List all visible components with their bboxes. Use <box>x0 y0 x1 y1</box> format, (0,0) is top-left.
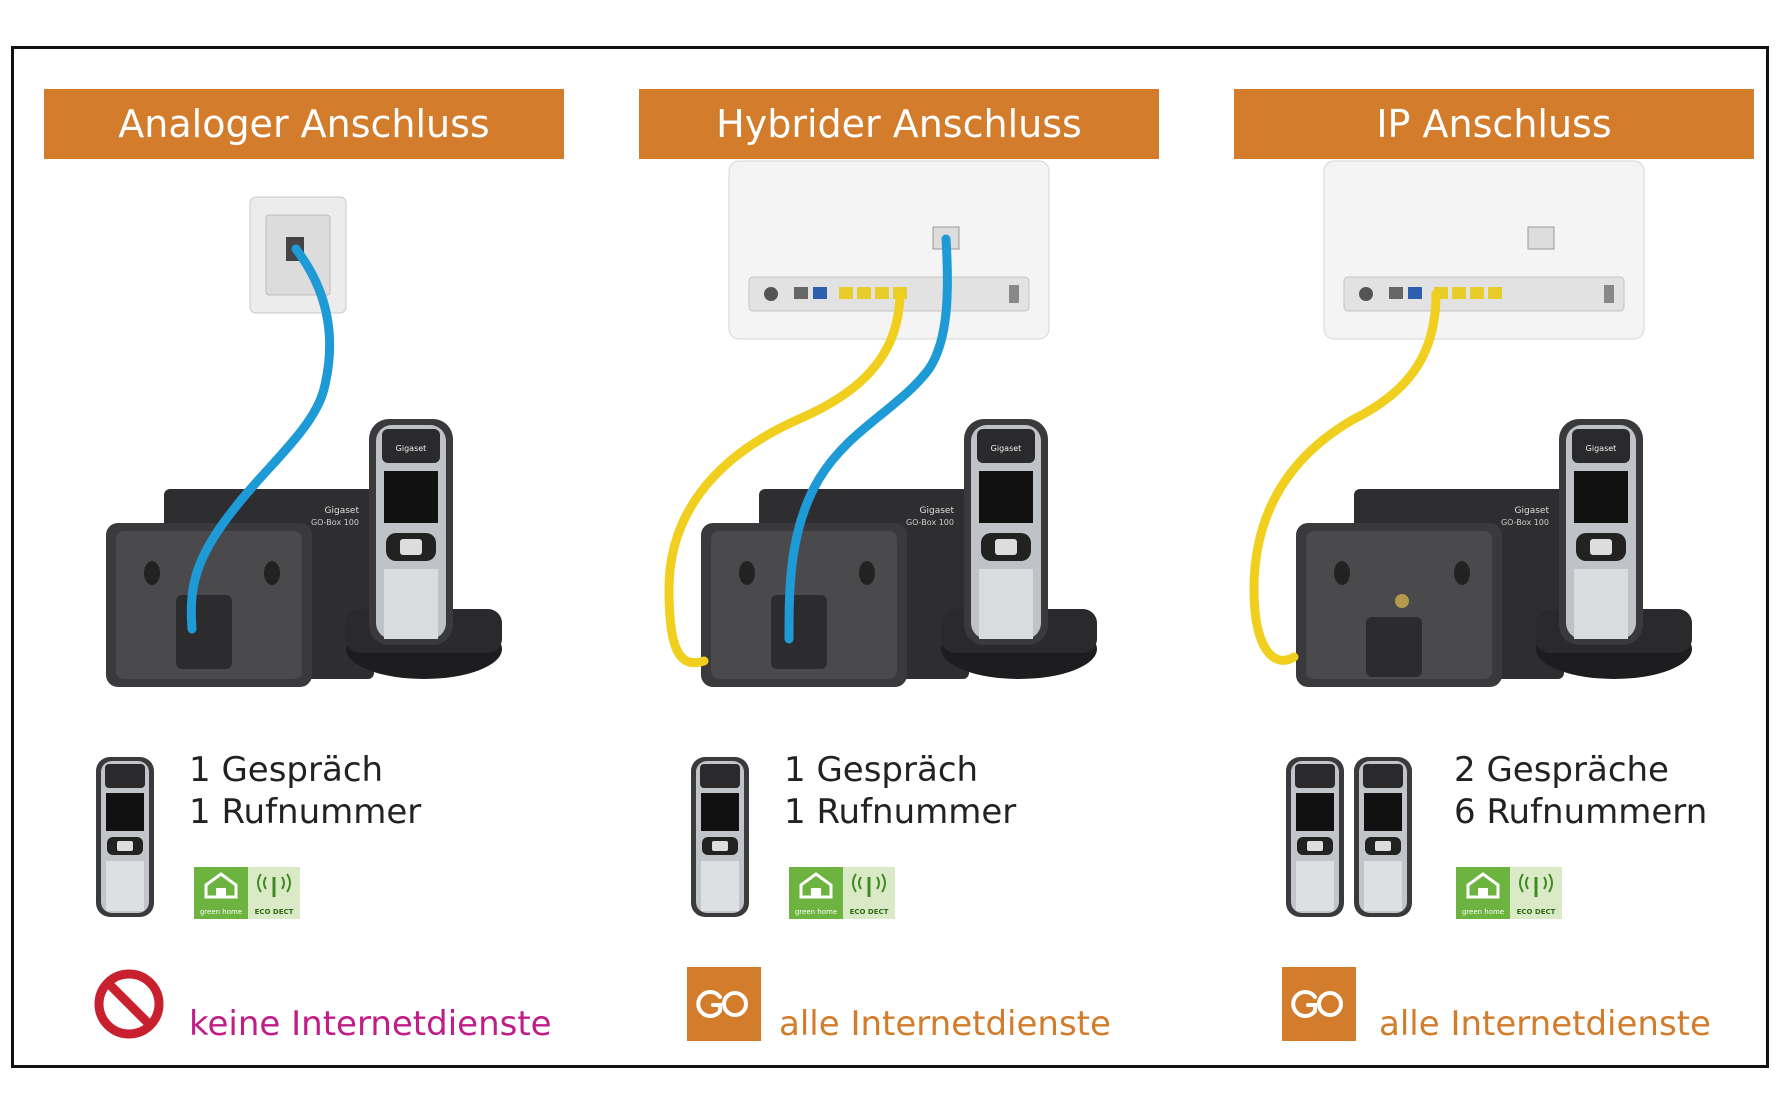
eco-dect-badge: ECO DECT <box>843 867 895 919</box>
panel-title: IP Anschluss <box>1234 89 1754 159</box>
line-capacity: 1 Gespräch 1 Rufnummer <box>189 749 421 833</box>
svg-text:Gigaset: Gigaset <box>920 506 955 516</box>
panel-hybrid: Hybrider Anschluss Gigaset GO-Box 1 <box>629 49 1189 1065</box>
svg-text:Gigaset: Gigaset <box>991 444 1022 453</box>
blue-phone-cable <box>784 234 952 644</box>
yellow-lan-cable <box>664 289 905 668</box>
svg-text:GO-Box 100: GO-Box 100 <box>906 518 954 527</box>
house-icon <box>204 872 238 899</box>
eco-badges: green home ECO DECT <box>194 867 300 919</box>
house-icon <box>1466 872 1500 899</box>
numbers-count: 6 Rufnummern <box>1454 792 1708 832</box>
eco-dect-badge: ECO DECT <box>1510 867 1562 919</box>
svg-text:GO-Box 100: GO-Box 100 <box>1501 518 1549 527</box>
go-icon <box>1282 967 1356 1041</box>
eco-dect-badge: ECO DECT <box>248 867 300 919</box>
ip-setup-illustration: Gigaset GO-Box 100 Gigaset <box>1249 160 1692 687</box>
line-capacity: 2 Gespräche 6 Rufnummern <box>1454 749 1707 833</box>
go-icon <box>687 967 761 1041</box>
calls-count: 1 Gespräch <box>189 750 384 790</box>
antenna-icon <box>257 873 291 897</box>
svg-text:Gigaset: Gigaset <box>396 444 427 453</box>
green-home-badge: green home <box>789 867 843 919</box>
panel-title: Hybrider Anschluss <box>639 89 1159 159</box>
svg-text:Gigaset: Gigaset <box>1515 506 1550 516</box>
panel-title: Analoger Anschluss <box>44 89 564 159</box>
green-home-badge: green home <box>1456 867 1510 919</box>
svg-text:Gigaset: Gigaset <box>1586 444 1617 453</box>
handset-small-icon <box>96 757 154 917</box>
desk-phone-base-icon <box>701 523 907 687</box>
yellow-lan-cable <box>1249 289 1441 665</box>
handset-small-icon <box>1354 757 1412 917</box>
analog-setup-illustration: Gigaset GO-Box 100 Gigaset <box>106 196 502 687</box>
handset-small-icon <box>1286 757 1344 917</box>
house-icon <box>799 872 833 899</box>
service-status-text: alle Internetdienste <box>1379 1004 1711 1044</box>
panel-ip: IP Anschluss Gigaset GO-Box 100 <box>1224 49 1780 1065</box>
handset-large-icon: Gigaset <box>369 419 453 645</box>
numbers-count: 1 Rufnummer <box>189 792 422 832</box>
diagram-frame: Analoger Anschluss Gigaset GO-Box 100 <box>11 46 1769 1068</box>
svg-text:Gigaset: Gigaset <box>325 506 360 516</box>
handset-small-icon <box>691 757 749 917</box>
antenna-icon <box>1519 873 1553 897</box>
service-status-text: alle Internetdienste <box>779 1004 1111 1044</box>
handset-large-icon: Gigaset <box>964 419 1048 645</box>
calls-count: 2 Gespräche <box>1454 750 1669 790</box>
line-capacity: 1 Gespräch 1 Rufnummer <box>784 749 1016 833</box>
panel-analog: Analoger Anschluss Gigaset GO-Box 100 <box>34 49 594 1065</box>
hybrid-setup-illustration: Gigaset GO-Box 100 Gigaset <box>664 160 1097 687</box>
no-entry-icon <box>94 969 164 1039</box>
eco-badges: green home ECO DECT <box>789 867 895 919</box>
antenna-icon <box>852 873 886 897</box>
desk-phone-base-icon <box>106 523 312 687</box>
svg-text:GO-Box 100: GO-Box 100 <box>311 518 359 527</box>
service-status-text: keine Internetdienste <box>189 1004 552 1044</box>
desk-phone-base-icon <box>1296 523 1502 687</box>
router-icon <box>1323 160 1645 340</box>
calls-count: 1 Gespräch <box>784 750 979 790</box>
blue-phone-cable <box>186 244 335 634</box>
handset-large-icon: Gigaset <box>1559 419 1643 645</box>
eco-badges: green home ECO DECT <box>1456 867 1562 919</box>
router-icon <box>728 160 1050 340</box>
green-home-badge: green home <box>194 867 248 919</box>
numbers-count: 1 Rufnummer <box>784 792 1017 832</box>
